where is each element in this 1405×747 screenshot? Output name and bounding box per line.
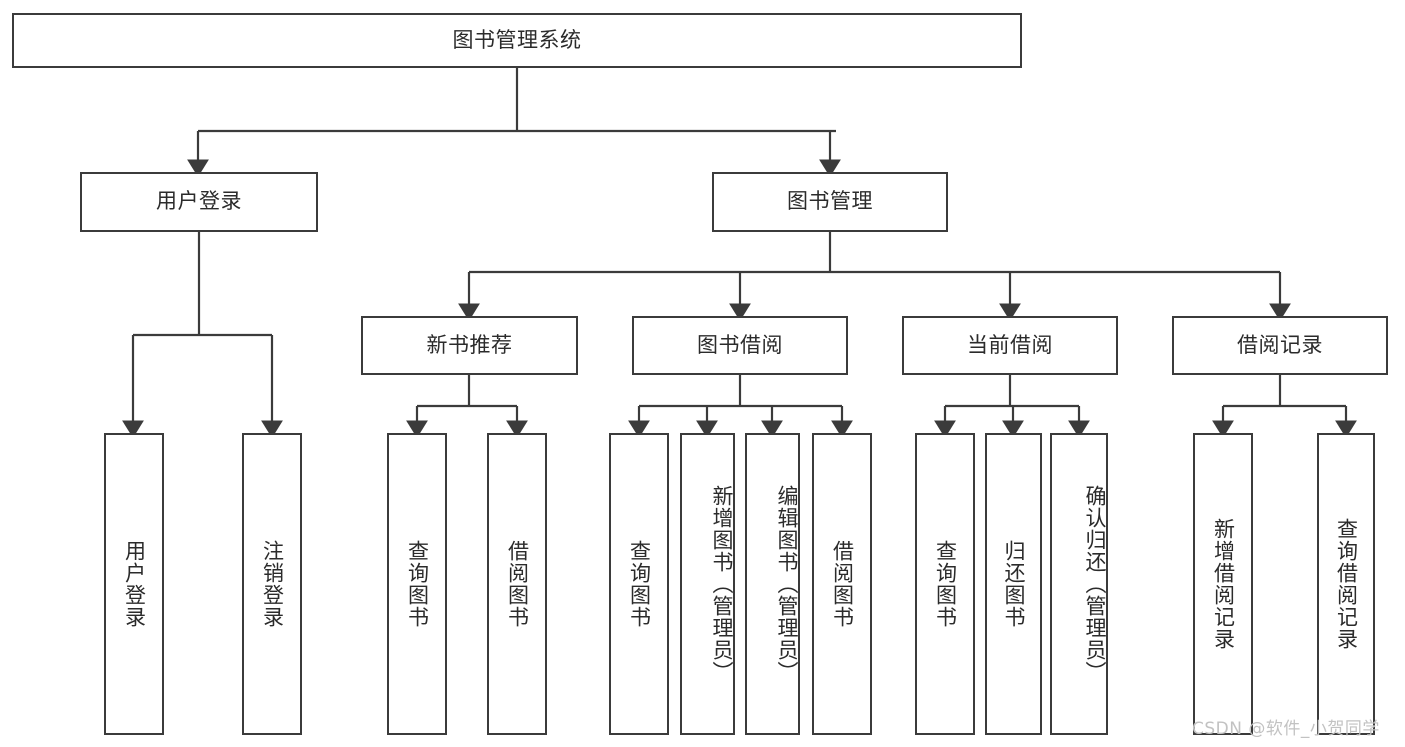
node-leaf-add-book-label: 新增图书（管理员） [710, 485, 734, 683]
node-leaf-confirm-return[interactable]: 确认归还（管理员） [1050, 433, 1108, 735]
node-leaf-query-book-3[interactable]: 查询图书 [915, 433, 975, 735]
node-leaf-add-record-label: 新增借阅记录 [1211, 518, 1236, 650]
node-book-borrow[interactable]: 图书借阅 [632, 316, 848, 375]
edges-book-manage-to-level3 [458, 232, 1291, 321]
node-leaf-add-record[interactable]: 新增借阅记录 [1193, 433, 1253, 735]
node-leaf-user-login[interactable]: 用户登录 [104, 433, 164, 735]
node-leaf-edit-book[interactable]: 编辑图书（管理员） [745, 433, 800, 735]
node-leaf-logout-label: 注销登录 [260, 540, 285, 628]
node-leaf-return-book-label: 归还图书 [1002, 540, 1027, 628]
node-borrow-record[interactable]: 借阅记录 [1172, 316, 1388, 375]
node-root-label: 图书管理系统 [452, 27, 582, 52]
node-leaf-edit-book-label: 编辑图书（管理员） [775, 485, 799, 683]
node-leaf-borrow-book-1-label: 借阅图书 [505, 540, 530, 628]
node-leaf-query-record[interactable]: 查询借阅记录 [1317, 433, 1375, 735]
node-book-manage[interactable]: 图书管理 [712, 172, 948, 232]
node-user-login[interactable]: 用户登录 [80, 172, 318, 232]
edges-root-to-level2 [187, 68, 841, 177]
node-current-borrow-label: 当前借阅 [967, 332, 1053, 357]
node-leaf-borrow-book-2[interactable]: 借阅图书 [812, 433, 872, 735]
edges-borrow-record-to-leaves [1212, 375, 1357, 438]
node-leaf-borrow-book-1[interactable]: 借阅图书 [487, 433, 547, 735]
edges-new-book-recommend-to-leaves [406, 375, 528, 438]
node-leaf-query-record-label: 查询借阅记录 [1334, 518, 1359, 650]
node-book-manage-label: 图书管理 [787, 189, 873, 214]
node-leaf-query-book-2-label: 查询图书 [627, 540, 652, 628]
node-new-book-recommend[interactable]: 新书推荐 [361, 316, 578, 375]
csdn-watermark: CSDN @软件_小贺同学 [1192, 719, 1380, 739]
node-leaf-borrow-book-2-label: 借阅图书 [830, 540, 855, 628]
node-current-borrow[interactable]: 当前借阅 [902, 316, 1118, 375]
node-leaf-add-book[interactable]: 新增图书（管理员） [680, 433, 735, 735]
node-leaf-user-login-label: 用户登录 [122, 540, 147, 628]
node-leaf-query-book-2[interactable]: 查询图书 [609, 433, 669, 735]
node-new-book-recommend-label: 新书推荐 [426, 332, 513, 357]
node-leaf-return-book[interactable]: 归还图书 [985, 433, 1042, 735]
node-leaf-logout[interactable]: 注销登录 [242, 433, 302, 735]
edges-book-borrow-to-leaves [628, 375, 853, 438]
node-leaf-confirm-return-label: 确认归还（管理员） [1083, 485, 1107, 683]
edges-current-borrow-to-leaves [934, 375, 1090, 438]
edges-user-login-to-leaves [122, 232, 283, 438]
node-book-borrow-label: 图书借阅 [697, 332, 783, 357]
node-user-login-label: 用户登录 [156, 189, 242, 214]
node-leaf-query-book-1-label: 查询图书 [405, 540, 430, 628]
node-leaf-query-book-3-label: 查询图书 [933, 540, 958, 628]
node-borrow-record-label: 借阅记录 [1237, 332, 1323, 357]
node-leaf-query-book-1[interactable]: 查询图书 [387, 433, 447, 735]
node-root[interactable]: 图书管理系统 [12, 13, 1022, 68]
